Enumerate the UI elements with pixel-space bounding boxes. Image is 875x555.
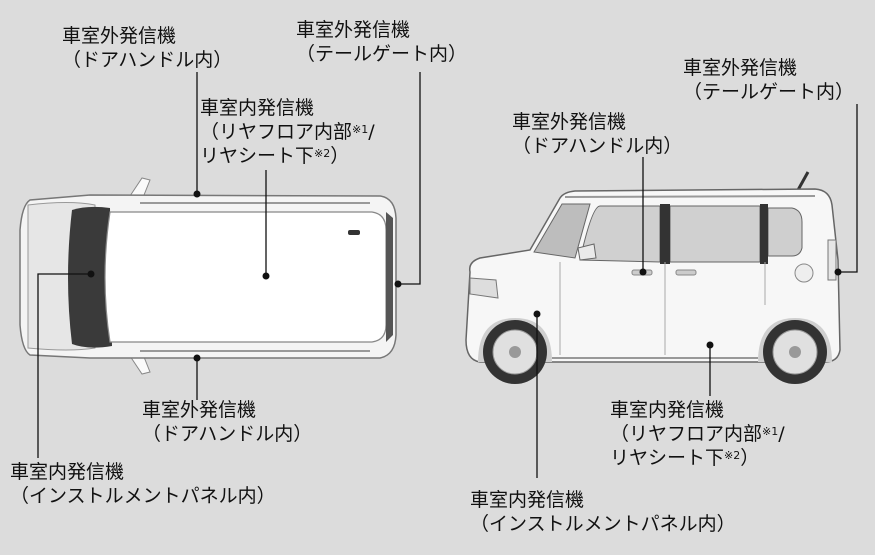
- transmitter-dots: [87, 190, 842, 362]
- label-title: 車室外発信機: [296, 19, 411, 41]
- label-location-a: （リヤフロア内部: [610, 423, 763, 445]
- label-location: （リヤフロア内部※1/: [200, 120, 375, 144]
- label-location-b: リヤシート下: [200, 145, 315, 167]
- label-location-2: リヤシート下※2）: [610, 446, 785, 470]
- top-view-car: [19, 177, 397, 375]
- label-top-door-handle: 車室外発信機 （ドアハンドル内）: [62, 24, 232, 72]
- label-slash: /: [368, 121, 375, 143]
- note-mark-1: ※1: [352, 123, 369, 136]
- label-location-a: （リヤフロア内部: [200, 121, 353, 143]
- label-side-instrument-panel: 車室内発信機 （インストルメントパネル内）: [470, 488, 736, 536]
- label-title: 車室内発信機: [200, 97, 315, 119]
- label-location: （インストルメントパネル内）: [470, 513, 736, 535]
- label-title: 車室外発信機: [62, 25, 177, 47]
- label-side-door-handle: 車室外発信機 （ドアハンドル内）: [512, 110, 682, 158]
- note-mark-2: ※2: [314, 147, 331, 160]
- label-close: ）: [740, 447, 760, 469]
- label-side-rear-floor: 車室内発信機 （リヤフロア内部※1/ リヤシート下※2）: [610, 398, 785, 470]
- label-title: 車室内発信機: [10, 461, 125, 483]
- label-location: （インストルメントパネル内）: [10, 485, 276, 507]
- label-location: （ドアハンドル内）: [142, 423, 313, 445]
- label-location-b: リヤシート下: [610, 447, 725, 469]
- label-location: （テールゲート内）: [296, 43, 468, 65]
- note-mark-2: ※2: [724, 449, 741, 462]
- label-title: 車室内発信機: [470, 489, 585, 511]
- label-top-door-handle-bottom: 車室外発信機 （ドアハンドル内）: [142, 398, 312, 446]
- label-location-2: リヤシート下※2）: [200, 144, 375, 168]
- label-top-tailgate: 車室外発信機 （テールゲート内）: [296, 18, 467, 66]
- label-top-rear-floor: 車室内発信機 （リヤフロア内部※1/ リヤシート下※2）: [200, 96, 375, 168]
- label-side-tailgate: 車室外発信機 （テールゲート内）: [683, 56, 854, 104]
- label-slash: /: [778, 423, 785, 445]
- label-title: 車室内発信機: [610, 399, 725, 421]
- label-location: （リヤフロア内部※1/: [610, 422, 785, 446]
- label-location: （ドアハンドル内）: [62, 49, 233, 71]
- label-top-instrument-panel: 車室内発信機 （インストルメントパネル内）: [10, 460, 276, 508]
- side-view-car: [465, 171, 841, 384]
- leader-lines: [37, 72, 858, 478]
- label-title: 車室外発信機: [683, 57, 798, 79]
- label-location: （テールゲート内）: [683, 81, 855, 103]
- label-title: 車室外発信機: [142, 399, 257, 421]
- label-location: （ドアハンドル内）: [512, 135, 683, 157]
- note-mark-1: ※1: [762, 425, 779, 438]
- label-close: ）: [330, 145, 350, 167]
- label-title: 車室外発信機: [512, 111, 627, 133]
